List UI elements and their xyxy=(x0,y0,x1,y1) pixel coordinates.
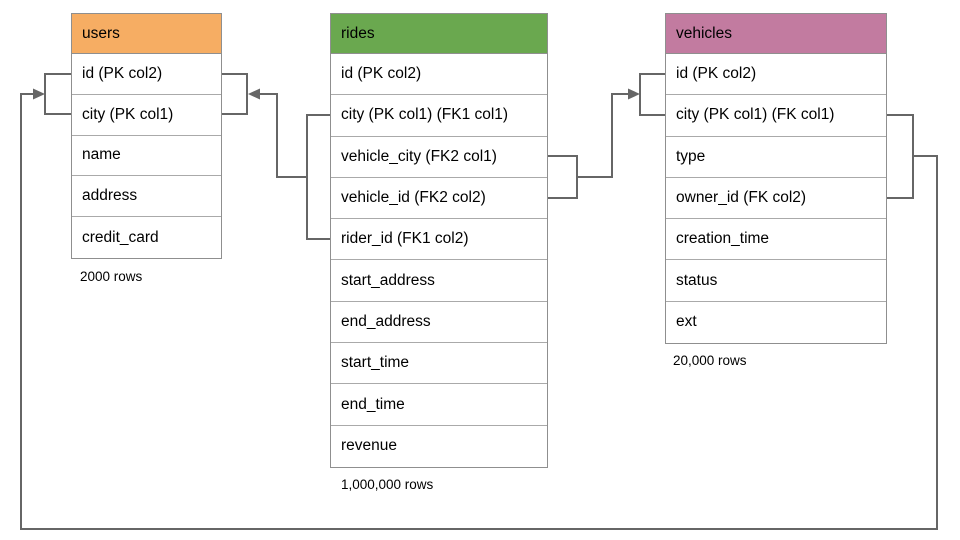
fk1-path xyxy=(260,93,307,178)
table-users-column: city (PK col1) xyxy=(72,94,221,136)
table-users-column: name xyxy=(72,135,221,177)
table-rides-column: start_time xyxy=(331,343,547,385)
table-rides-column: id (PK col2) xyxy=(331,54,547,96)
fk-arrowhead-icon xyxy=(33,88,45,100)
table-rides: rides id (PK col2) city (PK col1) (FK1 c… xyxy=(330,13,548,468)
vehicles-left-bracket xyxy=(639,73,665,116)
table-rides-column: city (PK col1) (FK1 col1) xyxy=(331,95,547,137)
fk2-arrowhead-icon xyxy=(628,88,640,100)
table-vehicles-column: status xyxy=(666,260,886,302)
table-rides-header: rides xyxy=(331,14,547,54)
table-rides-column: rider_id (FK1 col2) xyxy=(331,219,547,261)
users-left-bracket xyxy=(44,73,71,115)
table-users-column: credit_card xyxy=(72,217,221,258)
rides-right-bracket xyxy=(548,155,578,199)
table-vehicles-column: ext xyxy=(666,301,886,344)
table-rides-column: vehicle_id (FK2 col2) xyxy=(331,177,547,220)
fk1-arrowhead-icon xyxy=(248,88,260,100)
table-users: users id (PK col2) city (PK col1) name a… xyxy=(71,13,222,259)
table-users-column: address xyxy=(72,176,221,218)
vehicles-row-count: 20,000 rows xyxy=(673,353,747,368)
table-rides-column: start_address xyxy=(331,260,547,302)
rides-row-count: 1,000,000 rows xyxy=(341,477,434,492)
vehicles-right-bracket xyxy=(887,114,914,199)
table-vehicles-column: type xyxy=(666,136,886,178)
table-users-column: id (PK col2) xyxy=(72,54,221,95)
table-vehicles-column: city (PK col1) (FK col1) xyxy=(666,95,886,137)
table-rides-column: vehicle_city (FK2 col1) xyxy=(331,136,547,178)
fk2-path xyxy=(577,93,628,178)
table-users-header: users xyxy=(72,14,221,54)
table-vehicles-column: creation_time xyxy=(666,219,886,261)
fk1-rides-to-users-connector xyxy=(222,73,330,240)
table-rides-column: end_time xyxy=(331,384,547,426)
table-vehicles-header: vehicles xyxy=(666,14,886,54)
table-vehicles-column: owner_id (FK col2) xyxy=(666,177,886,220)
table-rides-column: end_address xyxy=(331,301,547,344)
table-rides-column: revenue xyxy=(331,425,547,467)
users-row-count: 2000 rows xyxy=(80,269,143,284)
table-vehicles: vehicles id (PK col2) city (PK col1) (FK… xyxy=(665,13,887,345)
users-right-bracket xyxy=(222,73,248,115)
fk2-rides-to-vehicles-connector xyxy=(548,73,665,199)
rides-left-bracket xyxy=(306,114,330,240)
table-vehicles-column: id (PK col2) xyxy=(666,54,886,96)
